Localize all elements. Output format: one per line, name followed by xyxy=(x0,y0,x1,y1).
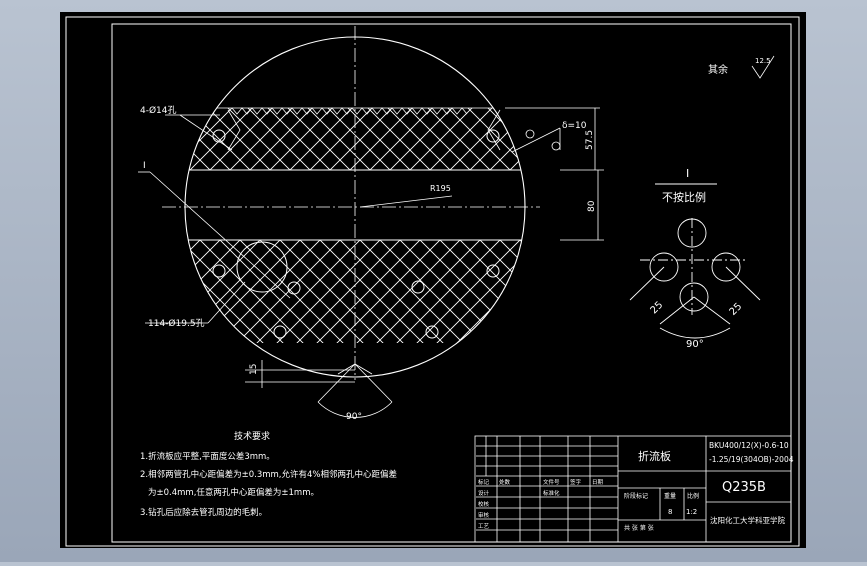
dim-thickness: δ=10 xyxy=(562,121,587,131)
tb-mark: 标记 xyxy=(478,478,490,486)
tech-req-line-4: 3.钻孔后应除去管孔周边的毛刺。 xyxy=(140,507,267,518)
tube-hole xyxy=(273,325,287,339)
tb-drawing-no-2: -1.25/19(304OB)-2004 xyxy=(709,455,794,464)
title-block xyxy=(474,435,792,543)
tb-school: 沈阳化工大学科亚学院 xyxy=(710,515,785,525)
tb-standard: 标准化 xyxy=(543,489,560,497)
dim-holes-114: 114-Ø19.5孔 xyxy=(148,318,205,329)
dim-15: 15 xyxy=(249,364,259,375)
dim-radius: R195 xyxy=(430,184,451,193)
tb-drawing-no-1: BKU400/12(X)-0.6-10 xyxy=(709,441,789,450)
tb-quantity: 8 xyxy=(668,508,672,516)
dim-80: 80 xyxy=(587,200,597,212)
tech-req-line-2: 2.相邻两管孔中心距偏差为±0.3mm,允许有4%相邻两孔中心距偏差 xyxy=(140,469,397,480)
baffle-plate-view xyxy=(162,26,540,380)
tb-check: 校核 xyxy=(478,500,490,508)
detail-view-i xyxy=(629,183,761,339)
tie-rod-hole-large xyxy=(236,241,288,293)
tb-file-no: 文件号 xyxy=(543,478,560,486)
detail-subtitle: 不按比例 xyxy=(662,190,706,204)
roughness-value: 12.5 xyxy=(755,57,771,65)
tb-process: 工艺 xyxy=(478,523,490,530)
dimension-labels: 4-Ø14孔 I 114-Ø19.5孔 R195 80 57.5 δ=10 15… xyxy=(140,105,597,422)
tech-req-title: 技术要求 xyxy=(234,430,270,442)
tech-req-line-1: 1.折流板应平整,平面度公差3mm。 xyxy=(140,451,275,462)
hole-4xd14-ur xyxy=(486,129,500,143)
title-block-text: 折流板 BKU400/12(X)-0.6-10 -1.25/19(304OB)-… xyxy=(478,441,794,532)
tube-hole xyxy=(411,280,425,294)
hole-4xd14-ul xyxy=(212,129,226,143)
tb-stage-mark: 阶段标记 xyxy=(624,492,648,500)
dim-holes-4: 4-Ø14孔 xyxy=(140,105,177,116)
tube-hole xyxy=(425,325,439,339)
outer-border xyxy=(65,16,800,547)
section-marker-i: I xyxy=(143,161,146,171)
tb-material: Q235B xyxy=(722,480,766,495)
tb-date: 日期 xyxy=(592,479,604,486)
roughness-symbol-icon xyxy=(751,55,775,79)
hole-4xd14-ll xyxy=(212,264,226,278)
detail-title: I xyxy=(686,167,689,180)
tb-design: 设计 xyxy=(478,489,490,497)
tb-weight: 重量 xyxy=(664,492,676,500)
dimensions xyxy=(138,107,604,418)
dim-57-5: 57.5 xyxy=(585,130,595,150)
tech-req-line-3: 为±0.4mm,任意两孔中心距偏差为±1mm。 xyxy=(148,487,319,498)
roughness-label: 其余 xyxy=(708,63,728,76)
tb-approve: 审核 xyxy=(478,511,490,519)
hole-4xd14-lr xyxy=(486,264,500,278)
inner-border xyxy=(111,23,792,543)
technical-requirements: 技术要求 1.折流板应平整,平面度公差3mm。 2.相邻两管孔中心距偏差为±0.… xyxy=(140,430,397,518)
tube-hole xyxy=(287,281,301,295)
tb-sheet: 共 张 第 张 xyxy=(624,524,654,532)
dim-90-notch: 90° xyxy=(346,412,362,422)
tb-scale: 1:2 xyxy=(686,508,697,516)
tb-sign: 签字 xyxy=(570,478,582,486)
detail-dim-90: 90° xyxy=(686,339,704,350)
surface-roughness-note: 其余 12.5 xyxy=(708,55,775,79)
tb-part-name: 折流板 xyxy=(638,449,671,463)
tb-scale-label: 比例 xyxy=(687,492,699,500)
tb-count: 处数 xyxy=(499,478,511,486)
